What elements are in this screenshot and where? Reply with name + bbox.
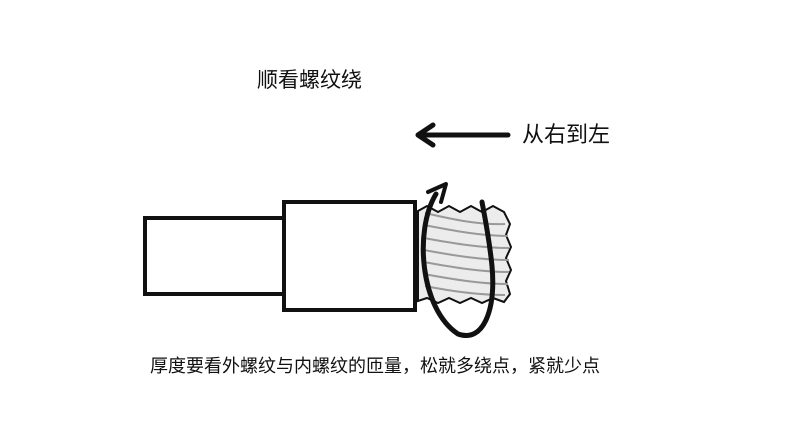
pipe-fitting-body <box>282 200 417 312</box>
external-thread <box>417 204 513 305</box>
direction-label: 从右到左 <box>522 123 611 148</box>
direction-arrow-icon <box>415 122 511 148</box>
small-pipe-section <box>143 216 287 296</box>
rotation-arrow-icon <box>420 182 496 338</box>
thread-line <box>423 237 510 249</box>
caption-text: 厚度要看外螺纹与内螺纹的匝量，松就多绕点，紧就少点 <box>150 356 600 377</box>
thread-line <box>423 249 510 261</box>
thread-line <box>423 224 509 237</box>
thread-line <box>423 273 509 285</box>
rotation-arrowhead <box>426 182 448 204</box>
direction-arrowhead <box>415 122 436 148</box>
rotation-arrow-curve <box>420 191 496 338</box>
title-text: 顺看螺纹绕 <box>257 68 362 92</box>
thread-line <box>424 212 506 226</box>
thread-line <box>423 261 510 273</box>
thread-line <box>424 285 506 296</box>
